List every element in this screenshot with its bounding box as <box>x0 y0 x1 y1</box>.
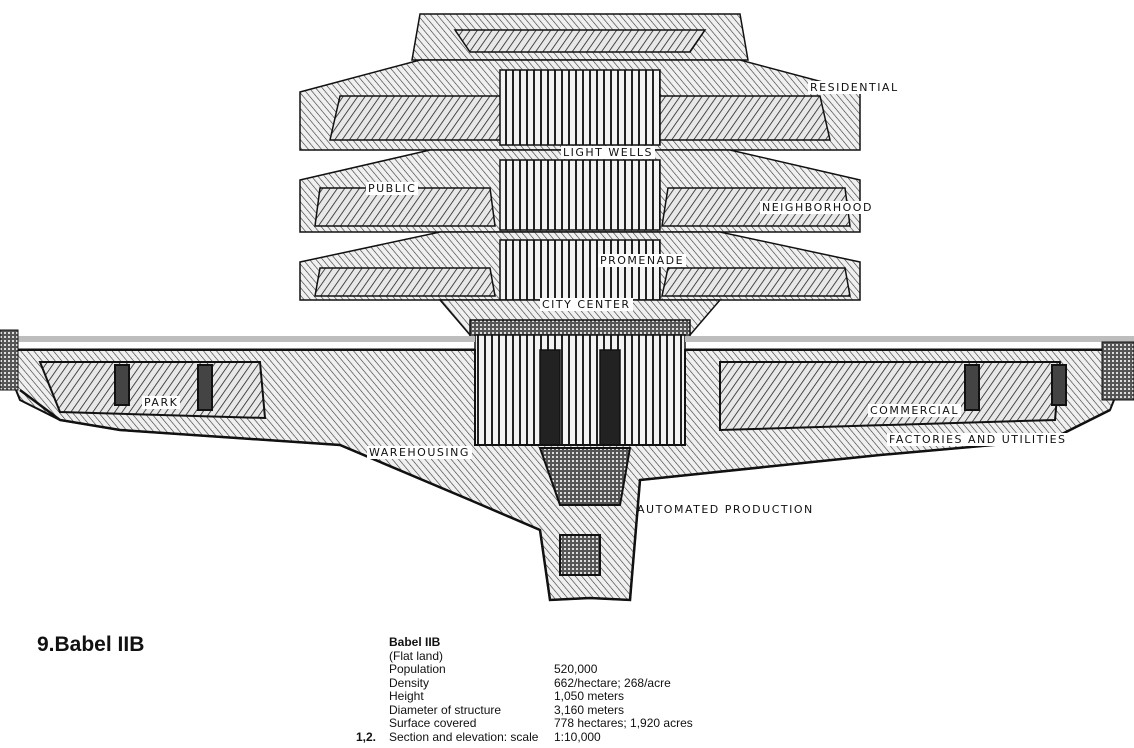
central-core <box>474 334 686 446</box>
spec-value: 662/hectare; 268/acre <box>554 675 671 690</box>
label-public: PUBLIC <box>366 182 419 195</box>
spec-label: Diameter of structure <box>389 702 502 717</box>
spec-row: Density 662/hectare; 268/acre <box>370 675 770 691</box>
spec-table: Babel IIB (Flat land) Population 520,000… <box>356 635 770 744</box>
spec-value: 3,160 meters <box>554 702 625 717</box>
figure-title: 9.Babel IIB <box>37 633 145 656</box>
label-park: PARK <box>142 396 181 409</box>
spec-row: 1,2. Section and elevation: scale 1:10,0… <box>356 729 770 745</box>
label-residential: RESIDENTIAL <box>808 81 901 94</box>
spec-value: 1:10,000 <box>554 729 601 744</box>
spec-value: 778 hectares; 1,920 acres <box>554 716 693 730</box>
spec-label: Section and elevation: scale <box>389 729 539 744</box>
spec-value: 520,000 <box>554 662 598 676</box>
left-edge-structure <box>0 329 19 391</box>
spec-figure-ref: 1,2. <box>356 729 377 744</box>
spec-label: Density <box>389 675 430 690</box>
label-commercial: COMMERCIAL <box>868 404 961 417</box>
label-city-center: CITY CENTER <box>540 298 633 311</box>
label-warehousing: WAREHOUSING <box>367 446 472 459</box>
spec-label: Surface covered <box>389 716 477 730</box>
spec-row: Surface covered 778 hectares; 1,920 acre… <box>370 716 770 731</box>
spec-row: Height 1,050 meters <box>370 689 770 704</box>
label-factories: FACTORIES AND UTILITIES <box>887 433 1069 446</box>
spec-heading: Babel IIB <box>389 635 441 649</box>
spec-label: Population <box>389 662 446 676</box>
spec-label: Height <box>389 689 424 703</box>
tower-tiers <box>299 13 861 339</box>
label-promenade: PROMENADE <box>598 254 687 267</box>
label-light-wells: LIGHT WELLS <box>561 146 655 159</box>
label-automated-production: AUTOMATED PRODUCTION <box>637 503 814 516</box>
spec-row: Diameter of structure 3,160 meters <box>370 702 770 718</box>
right-edge-structure <box>1101 341 1134 401</box>
spec-row: Population 520,000 <box>370 662 770 677</box>
spec-subheading: (Flat land) <box>389 648 444 663</box>
spec-value: 1,050 meters <box>554 689 625 703</box>
underground-base <box>0 349 1134 602</box>
label-neighborhood: NEIGHBORHOOD <box>760 201 875 214</box>
